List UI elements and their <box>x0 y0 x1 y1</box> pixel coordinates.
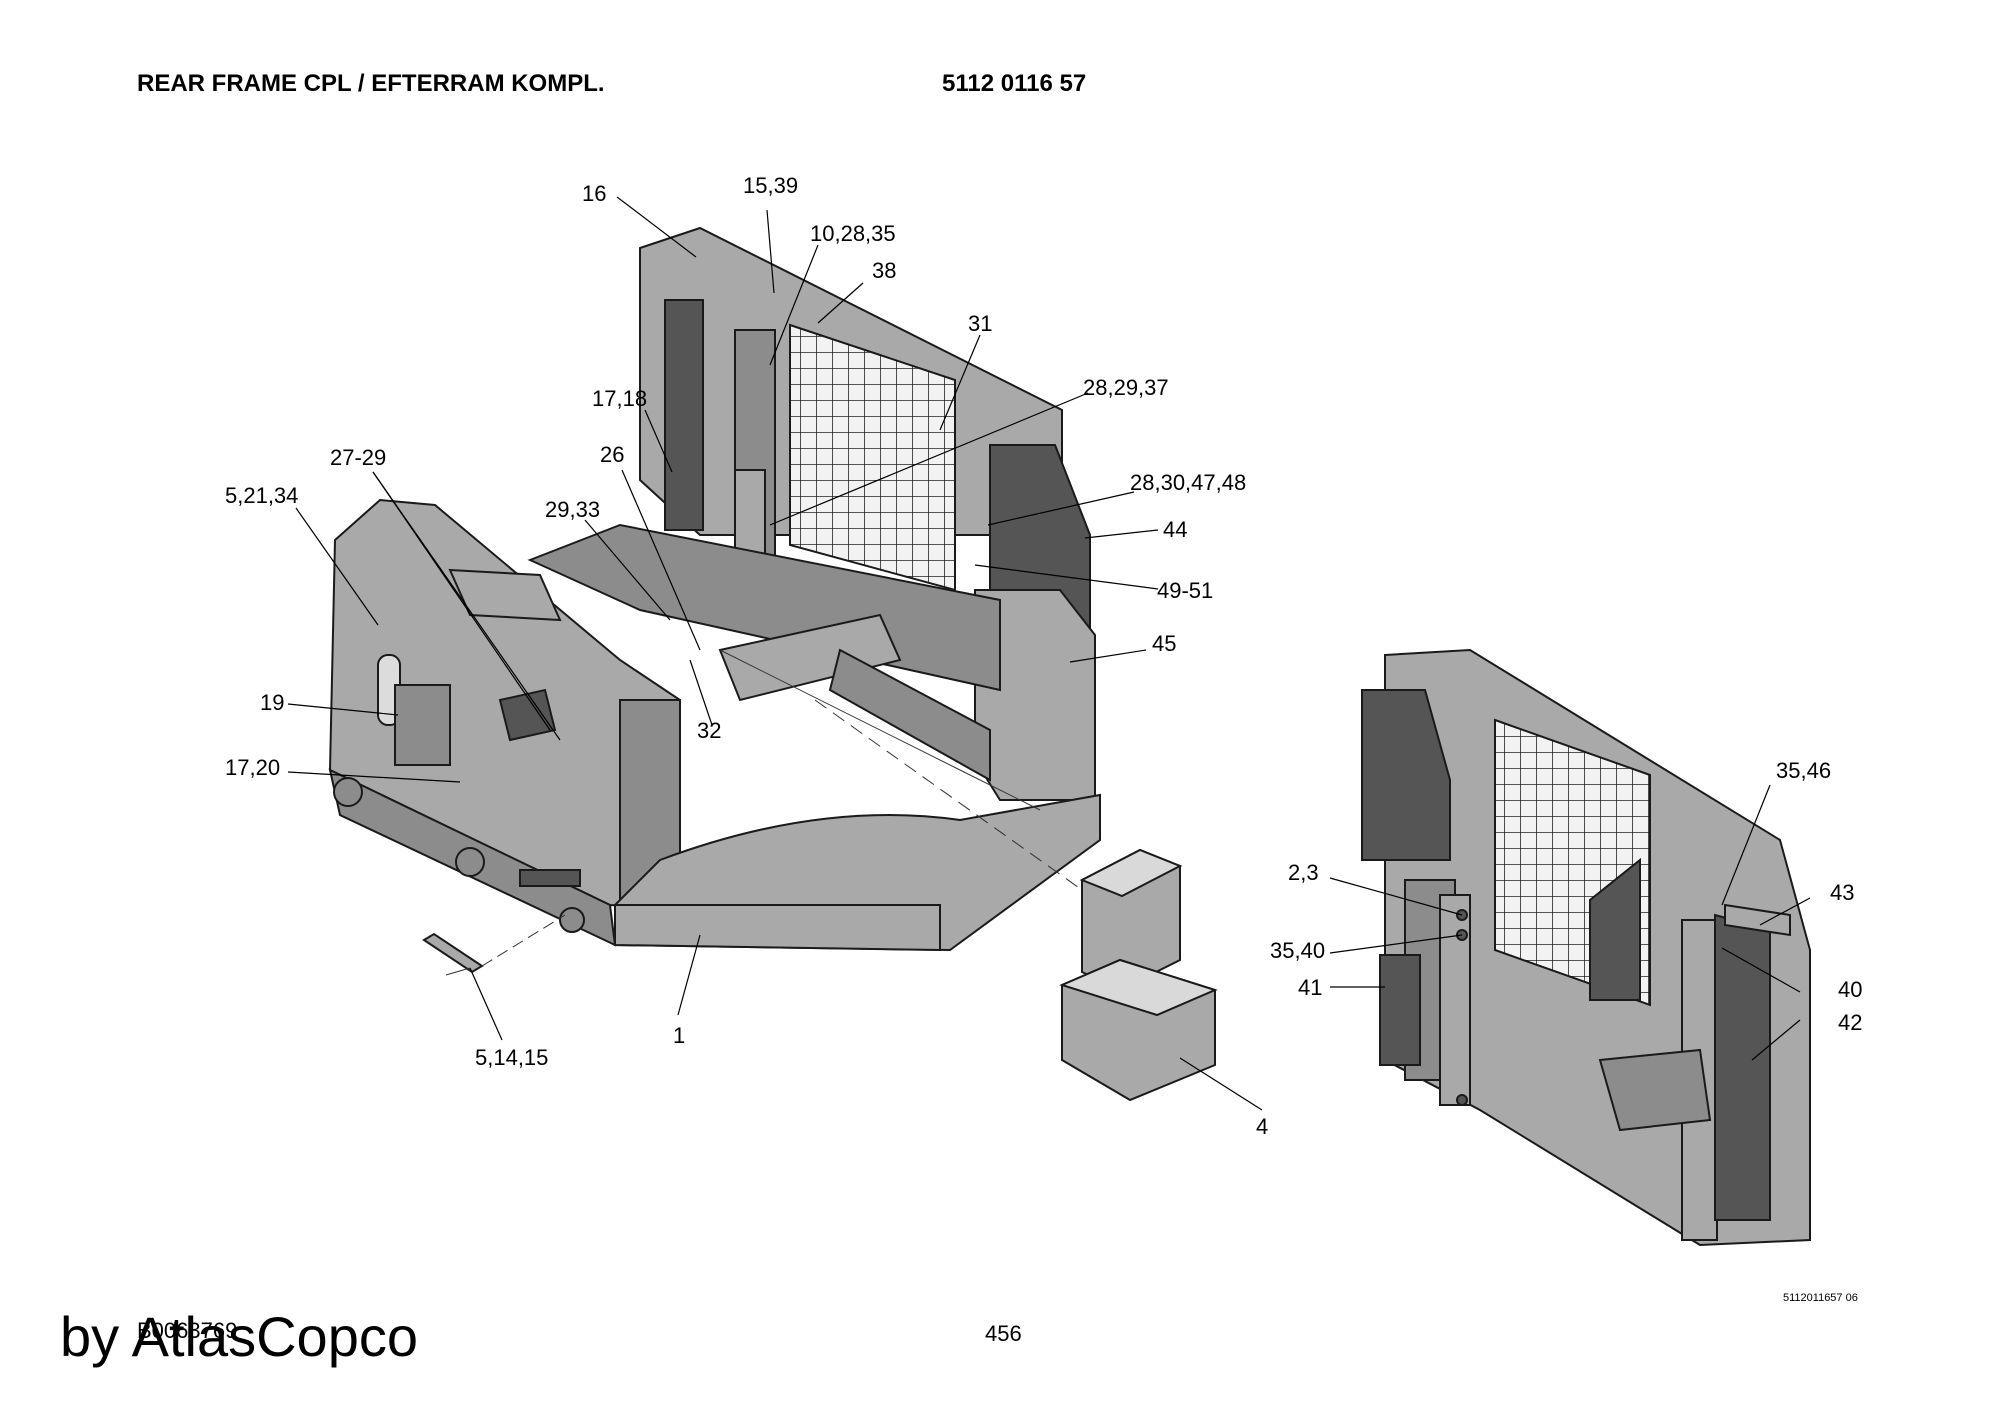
page-title: REAR FRAME CPL / EFTERRAM KOMPL. <box>137 70 605 97</box>
callout-17-18: 17,18 <box>592 386 647 411</box>
callout-5-21-34: 5,21,34 <box>225 483 298 508</box>
callout-19: 19 <box>260 690 284 715</box>
callout-28-29-37: 28,29,37 <box>1083 375 1169 400</box>
grille-panel <box>1361 648 1811 1247</box>
callout-32: 32 <box>697 718 721 743</box>
callout-44: 44 <box>1163 517 1187 542</box>
callout-17-20: 17,20 <box>225 755 280 780</box>
callout-38: 38 <box>872 258 896 283</box>
callout-4: 4 <box>1256 1114 1268 1139</box>
callout-10-28-35: 10,28,35 <box>810 221 896 246</box>
callout-49-51: 49-51 <box>1157 578 1213 603</box>
callout-41: 41 <box>1298 975 1322 1000</box>
callout-26: 26 <box>600 442 624 467</box>
callout-5-14-15: 5,14,15 <box>475 1045 548 1070</box>
callout-labels: 16 15,39 10,28,35 38 31 17,18 28,29,37 2… <box>225 173 1862 1139</box>
electrical-box <box>814 699 1218 1102</box>
callout-35-40: 35,40 <box>1270 938 1325 963</box>
watermark: by AtlasCopco <box>60 1305 418 1368</box>
leader-lines <box>287 196 1811 1111</box>
callout-35-46: 35,46 <box>1776 758 1831 783</box>
callout-28-30-47-48: 28,30,47,48 <box>1130 470 1246 495</box>
callout-29-33: 29,33 <box>545 497 600 522</box>
part-number: 5112 0116 57 <box>942 70 1087 97</box>
callout-40: 40 <box>1838 977 1862 1002</box>
callout-16: 16 <box>582 181 606 206</box>
page-number: 456 <box>985 1321 1022 1346</box>
callout-45: 45 <box>1152 631 1176 656</box>
drawing-code: 5112011657 06 <box>1783 1292 1858 1304</box>
callout-2-3: 2,3 <box>1288 860 1319 885</box>
callout-15-39: 15,39 <box>743 173 798 198</box>
callout-43: 43 <box>1830 880 1854 905</box>
callout-1: 1 <box>673 1023 685 1048</box>
callout-42: 42 <box>1838 1010 1862 1035</box>
rear-frame-assembly <box>328 226 1101 952</box>
plate-kit <box>422 914 566 976</box>
callout-31: 31 <box>968 311 992 336</box>
callout-27-29: 27-29 <box>330 445 386 470</box>
document-reference: B0063769 <box>137 1318 238 1343</box>
